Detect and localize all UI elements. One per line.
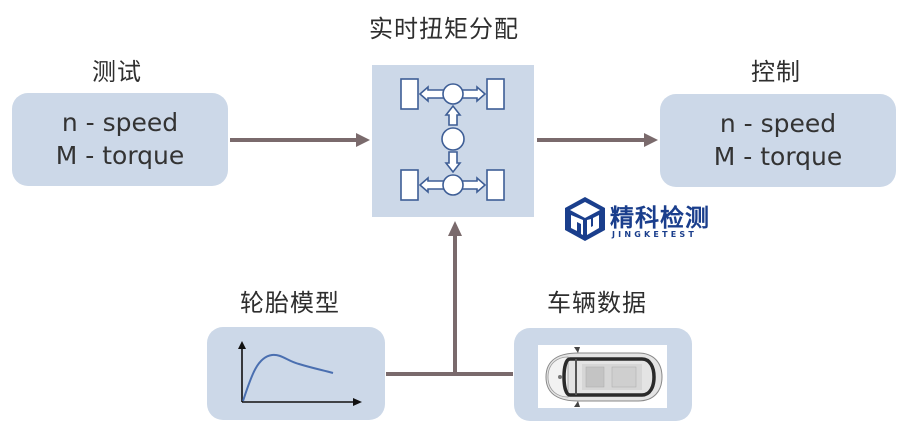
- watermark-name-en: JINGKETEST: [612, 230, 698, 239]
- control-label: 控制: [751, 58, 801, 86]
- arrow-rear-left: [418, 176, 445, 194]
- arrow-center-down: [444, 151, 462, 174]
- vehicle-data-label: 车辆数据: [547, 289, 647, 317]
- arrow-front-left: [418, 85, 445, 103]
- wheel-rear-left: [400, 169, 419, 201]
- wheel-front-right: [486, 78, 505, 110]
- rear-differential: [442, 174, 464, 196]
- test-speed-text: n - speed: [61, 108, 179, 137]
- tire-curve-chart-icon: [238, 341, 362, 406]
- torque-distribution-label: 实时扭矩分配: [369, 15, 519, 43]
- drivetrain-torque-icon: [400, 78, 505, 201]
- tire-model-box: [207, 327, 385, 420]
- jingketest-logo-icon: [565, 197, 605, 241]
- tire-force-curve: [242, 353, 334, 402]
- jingketest-watermark: 精科检测 JINGKETEST: [563, 196, 709, 248]
- tire-model-label: 轮胎模型: [240, 289, 340, 317]
- test-box: n - speed M - torque: [12, 93, 228, 186]
- arrow-front-right: [461, 85, 487, 103]
- control-box: n - speed M - torque: [660, 94, 896, 187]
- torque-distribution-box: [372, 65, 534, 217]
- arrowhead-up-to-distribution: [448, 221, 462, 236]
- test-torque-text: M - torque: [55, 141, 185, 170]
- control-torque-text: M - torque: [713, 142, 843, 171]
- control-speed-text: n - speed: [719, 109, 837, 138]
- center-differential: [441, 127, 465, 151]
- wheel-front-left: [400, 78, 419, 110]
- arrowhead-to-distribution: [356, 133, 370, 147]
- front-differential: [442, 83, 464, 105]
- wheel-rear-right: [486, 169, 505, 201]
- arrow-rear-right: [461, 176, 487, 194]
- test-label: 测试: [92, 58, 142, 86]
- car-top-view-image: [538, 345, 667, 408]
- arrowhead-to-control: [644, 133, 658, 147]
- arrow-center-up: [444, 104, 462, 126]
- watermark-name-cn: 精科检测: [610, 204, 710, 232]
